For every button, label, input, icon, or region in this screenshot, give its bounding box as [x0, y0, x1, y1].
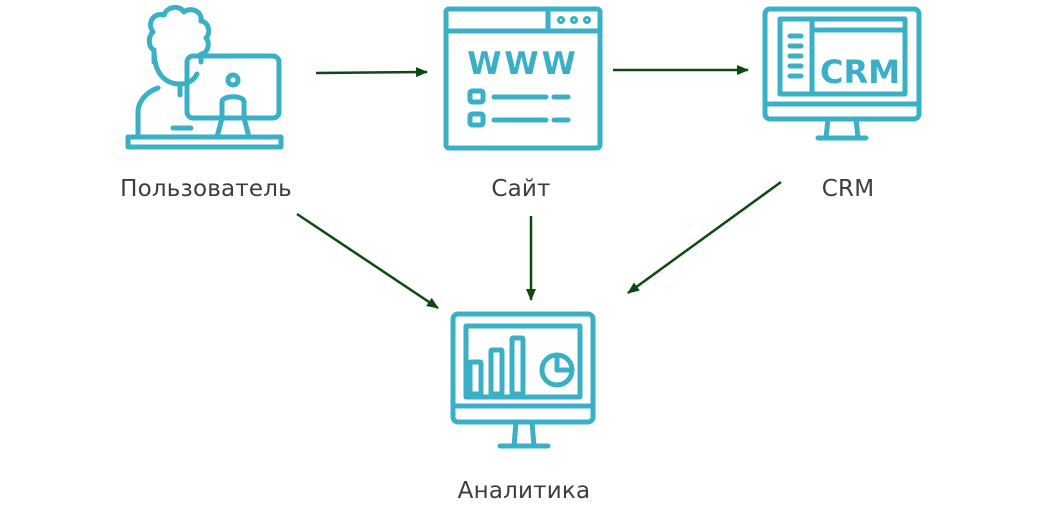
browser-window-icon [443, 6, 603, 151]
user-label: Пользователь [120, 176, 292, 202]
analytics-monitor-icon [450, 311, 596, 449]
crm-text: CRM [820, 53, 900, 91]
user-at-computer-icon [125, 5, 284, 150]
arrow-user-to-analytics [296, 212, 439, 310]
arrow-crm-to-analytics [627, 180, 782, 295]
arrow-user-to-site [315, 67, 428, 78]
www-text: WWW [467, 46, 579, 82]
edges [296, 65, 782, 310]
analytics-label: Аналитика [457, 478, 591, 504]
crm-monitor-icon [762, 6, 922, 141]
crm-label: CRM [821, 176, 875, 202]
site-label: Сайт [491, 176, 551, 202]
